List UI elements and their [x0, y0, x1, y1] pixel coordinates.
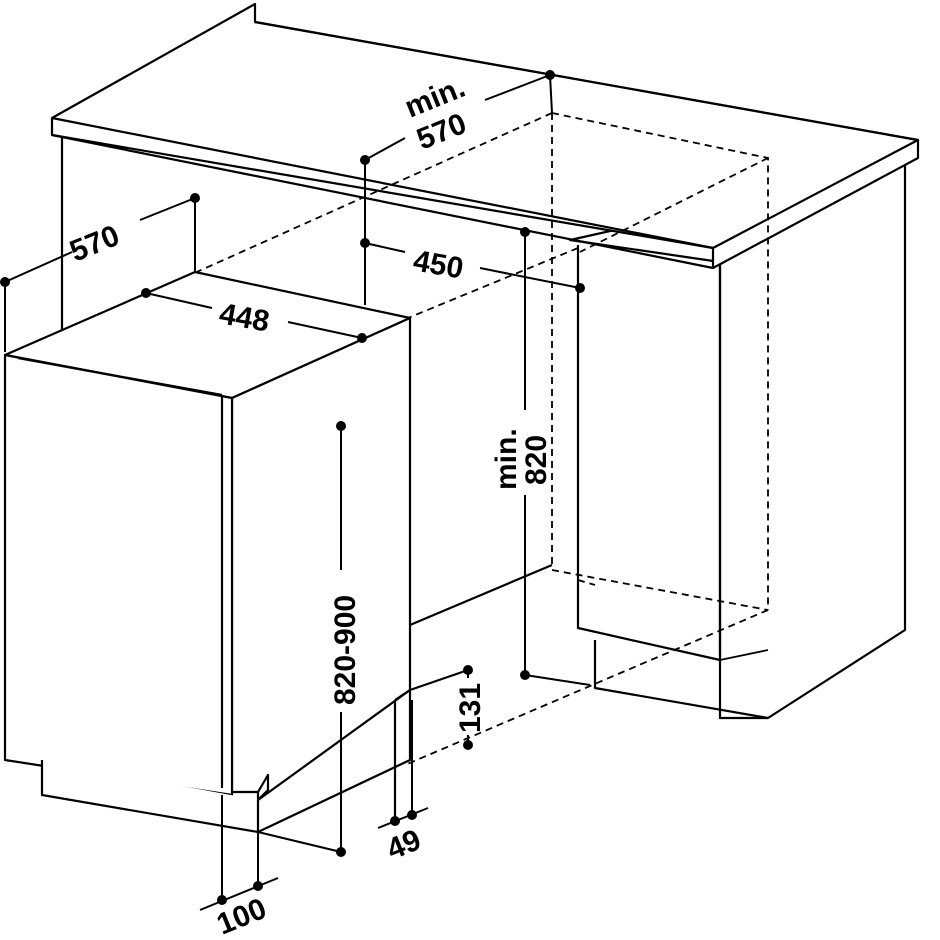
- niche-outline: [189, 112, 769, 766]
- niche-walls: [409, 563, 553, 627]
- plinth-notch-top: [394, 689, 411, 701]
- dishwasher-base-side: [257, 690, 412, 833]
- dim-niche-width-line-a: [364, 242, 406, 253]
- dim-appliance-width-line-b: [287, 321, 363, 339]
- worktop-top-edge: [51, 116, 919, 250]
- dim-appliance-width-line-a: [145, 292, 213, 309]
- dim-appliance-depth-value: 570: [65, 219, 124, 268]
- niche-floor-right-dashed: [404, 609, 769, 766]
- dim-appliance-depth-line-b: [139, 197, 196, 221]
- dim-appliance-height-ext: [257, 831, 342, 853]
- cabinet-inner-edge: [576, 245, 721, 662]
- dim-appliance-width-dot-end: [357, 333, 367, 343]
- dishwasher-plinth: [40, 760, 260, 834]
- worktop-slab: [50, 2, 920, 270]
- door-top-inner-edge: [17, 356, 223, 397]
- dim-niche-depth-ext: [549, 74, 553, 114]
- dim-plinth-setback: 49: [377, 700, 429, 866]
- dim-appliance-height: 820-900: [257, 421, 362, 857]
- niche-front-top-dashed: [407, 247, 579, 319]
- dim-plinth-setback-value: 49: [382, 823, 425, 866]
- dim-niche-height-dot-top: [520, 227, 530, 237]
- dim-appliance-height-dot-top: [336, 421, 346, 431]
- dim-plinth-height: 131: [409, 665, 487, 750]
- worktop: [50, 2, 920, 330]
- dim-plinth-setback-dot-a: [390, 816, 400, 826]
- dim-door-gap-line: [199, 877, 279, 911]
- dishwasher-side: [230, 316, 412, 802]
- dim-appliance-width: 448: [141, 288, 367, 343]
- dim-plinth-height-ext: [409, 669, 469, 691]
- dishwasher-door: [3, 353, 234, 797]
- dim-niche-height: min. 820: [490, 227, 591, 686]
- cabinet-plinth-edge: [593, 640, 769, 720]
- dim-niche-depth-line-b: [484, 74, 551, 101]
- dim-niche-height-value: 820: [520, 435, 553, 485]
- dim-niche-depth-line-a: [364, 137, 406, 161]
- niche-top-left-dashed: [189, 112, 553, 276]
- dim-niche-width-dot-start: [360, 238, 370, 248]
- dim-niche-width-dot-end: [575, 283, 585, 293]
- worktop-back-edge: [254, 20, 919, 142]
- dim-niche-height-ext: [524, 674, 591, 686]
- dim-appliance-width-dot-start: [141, 288, 151, 298]
- dim-niche-height-prefix: min.: [490, 428, 523, 490]
- dim-plinth-height-dot-bottom: [463, 740, 473, 750]
- worktop-front-bottom-edge: [51, 133, 714, 270]
- cabinet-plinth-step: [719, 649, 769, 661]
- dim-plinth-setback-line: [377, 807, 429, 829]
- dim-niche-width-value: 450: [411, 244, 466, 285]
- dim-niche-width-line-b: [479, 267, 581, 289]
- niche-floor-line: [409, 563, 553, 627]
- dishwasher: [3, 270, 412, 834]
- niche-floor-back-dashed: [551, 569, 769, 611]
- dim-appliance-depth-line-a: [4, 251, 73, 283]
- dim-appliance-height-value: 820-900: [329, 595, 362, 705]
- door-hinge-bracket: [257, 773, 270, 801]
- dim-plinth-height-value: 131: [454, 683, 487, 733]
- niche-floor-corner-dashed: [577, 579, 596, 586]
